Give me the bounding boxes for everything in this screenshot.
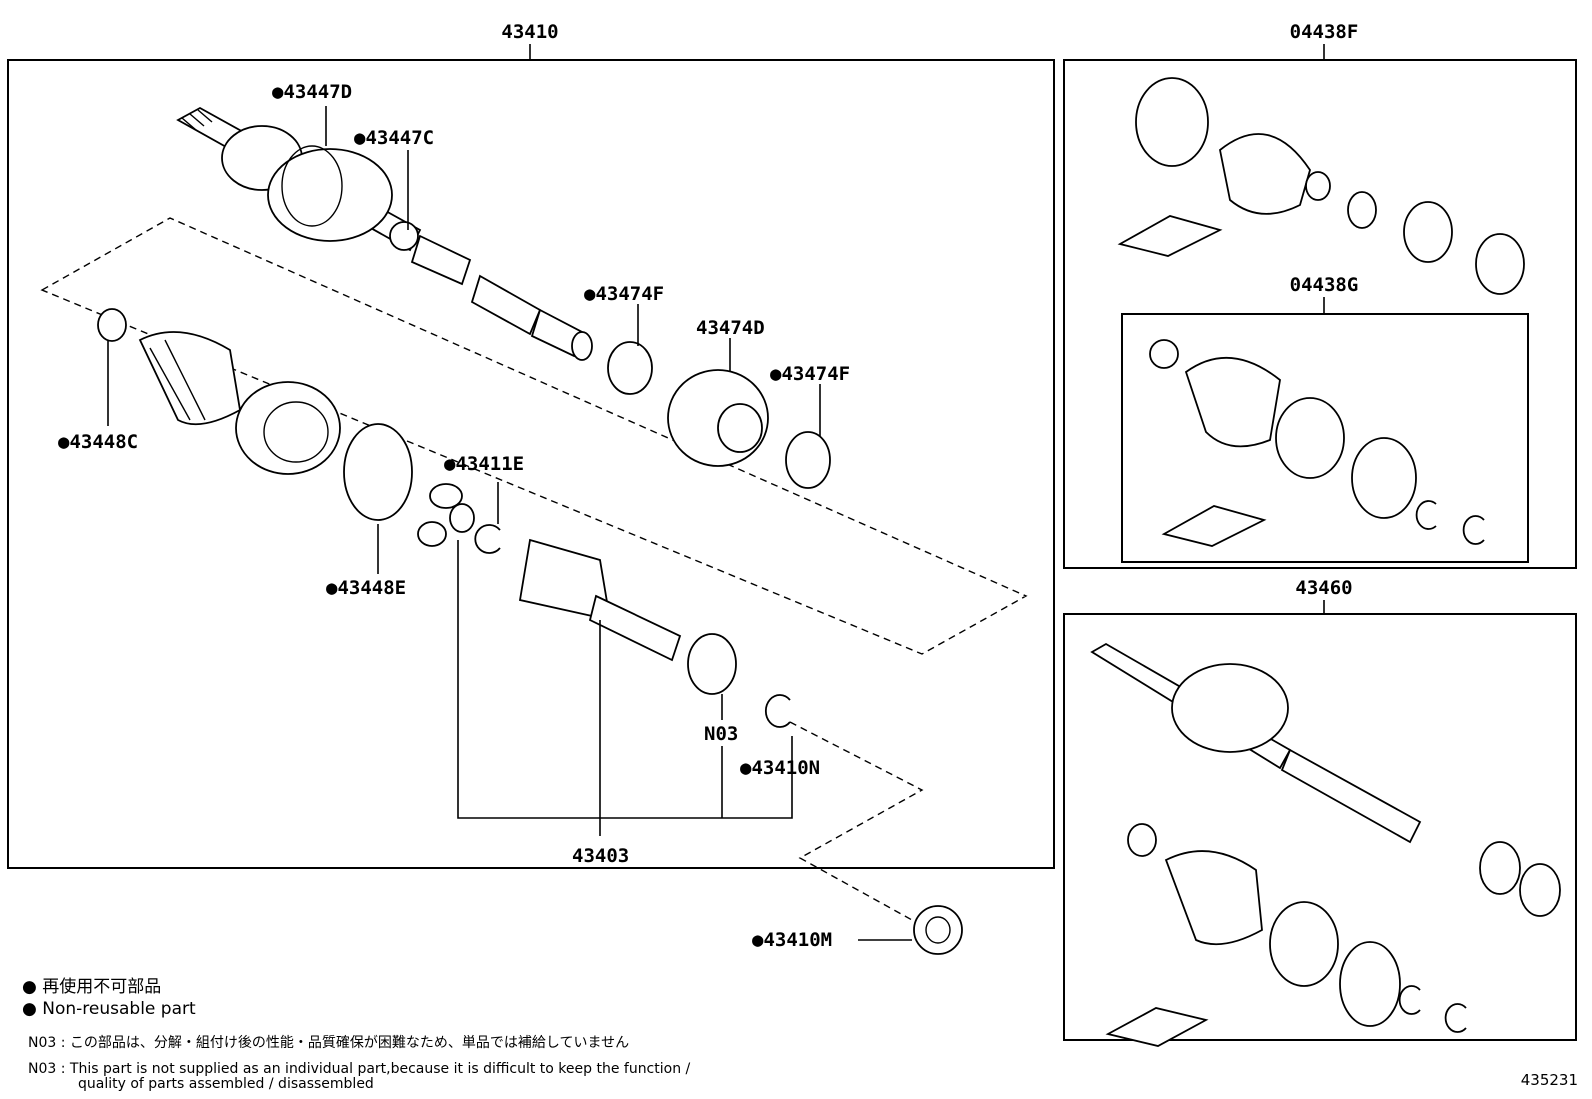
tripod-joint [417, 483, 475, 547]
boot-clamp-43448C [97, 308, 127, 342]
label-43448E: ●43448E [326, 577, 406, 599]
label-43447C: ●43447C [354, 127, 434, 149]
exploded-view-outline [40, 217, 1028, 655]
legend-en-text: Non-reusable part [42, 999, 196, 1019]
boot-clamp-43448E [343, 423, 413, 521]
label-04438F: 04438F [1290, 21, 1359, 43]
label-43474F-b: ●43474F [770, 363, 850, 385]
note-en-line2: quality of parts assembled / disassemble… [78, 1076, 374, 1092]
label-43474D: 43474D [696, 317, 765, 339]
frame-43460 [1063, 613, 1577, 1041]
note-jp-text: この部品は、分解・組付け後の性能・品質確保が困難なため、単品では補給していません [69, 1035, 630, 1051]
inboard-joint-cover [235, 381, 341, 475]
kit-04438G-parts [1149, 339, 1485, 547]
figure-number: 435231 [1520, 1071, 1578, 1089]
frame-04438G [1121, 313, 1529, 563]
bearing-43410M [913, 905, 963, 955]
drive-shaft-outer [176, 106, 593, 361]
legend-jp-text: 再使用不可部品 [42, 977, 162, 997]
legend: ● 再使用不可部品 ● Non-reusable part [22, 976, 196, 1020]
label-43410N: ●43410N [740, 757, 820, 779]
legend-en: ● Non-reusable part [22, 999, 196, 1019]
label-43410M: ●43410M [752, 929, 832, 951]
oil-seal-N03 [687, 633, 737, 695]
note-jp: N03 : この部品は、分解・組付け後の性能・品質確保が困難なため、単品では補給… [28, 1036, 848, 1051]
boot-clamp-43474F-b [785, 431, 831, 489]
inboard-boot [138, 331, 241, 426]
frame-43410 [7, 59, 1055, 869]
label-04438G: 04438G [1290, 274, 1359, 296]
label-43448C: ●43448C [58, 431, 138, 453]
kit-04438F-parts [1117, 77, 1525, 295]
snap-ring-43410N [765, 694, 791, 728]
label-43474F-a: ●43474F [584, 283, 664, 305]
note-en-line1: This part is not supplied as an individu… [69, 1061, 691, 1077]
note-jp-code: N03 : [28, 1035, 66, 1051]
frame-04438F [1063, 59, 1577, 569]
assembly-43460-parts [1090, 642, 1561, 1047]
label-43447D: ●43447D [272, 81, 352, 103]
boot-clamp-43474F-a [607, 341, 653, 395]
note-en-code: N03 : [28, 1061, 66, 1077]
dynamic-damper-43474D [667, 369, 769, 467]
inboard-joint-43403 [518, 538, 682, 662]
legend-jp: ● 再使用不可部品 [22, 977, 162, 997]
label-N03: N03 [704, 723, 738, 745]
label-43411E: ●43411E [444, 453, 524, 475]
label-43460: 43460 [1295, 577, 1352, 599]
label-43410: 43410 [501, 21, 558, 43]
snap-ring-43411E [474, 524, 501, 554]
note-en: N03 : This part is not supplied as an in… [28, 1062, 868, 1092]
bearing-leader-dashed [789, 721, 924, 921]
label-43403: 43403 [572, 845, 629, 867]
